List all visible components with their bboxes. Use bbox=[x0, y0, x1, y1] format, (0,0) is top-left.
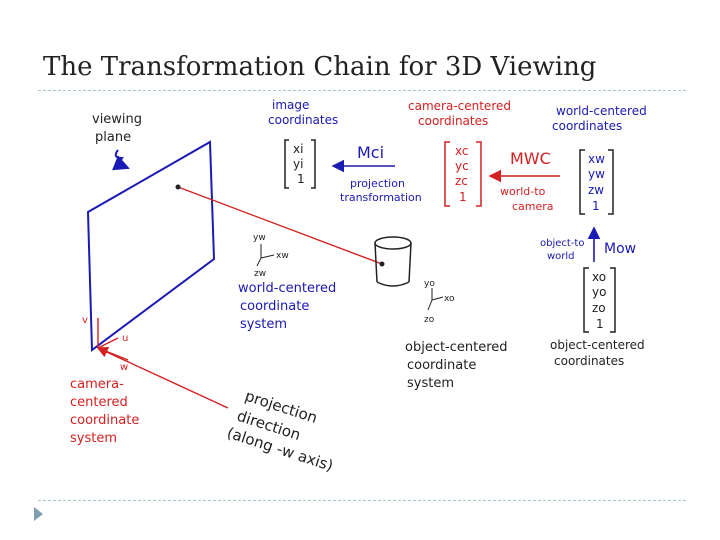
bottom-divider bbox=[38, 500, 686, 501]
world-axis-x: xw bbox=[276, 251, 289, 261]
camera-vector-x: xc bbox=[455, 144, 469, 158]
image-vector-y: yi bbox=[293, 157, 303, 171]
projection-ray bbox=[177, 186, 383, 265]
top-divider bbox=[38, 90, 686, 91]
object-coords-label-line2: coordinates bbox=[554, 354, 624, 368]
viewing-plane-pointer bbox=[112, 149, 130, 171]
object-system-label-line1: object-centered bbox=[405, 340, 508, 355]
world-vector-one: 1 bbox=[592, 199, 600, 213]
bullet-icon bbox=[34, 507, 43, 521]
cylinder-point bbox=[379, 261, 385, 267]
object-vector-one: 1 bbox=[596, 317, 604, 331]
slide-title: The Transformation Chain for 3D Viewing bbox=[43, 52, 597, 82]
camera-system-label-line3: coordinate bbox=[70, 413, 139, 428]
projection-direction-arrow bbox=[96, 347, 229, 409]
camera-vector-bracket bbox=[444, 141, 482, 207]
object-vector-y: yo bbox=[592, 285, 606, 299]
viewing-plane bbox=[86, 140, 216, 352]
image-vector-x: xi bbox=[293, 142, 303, 156]
image-vector-one: 1 bbox=[297, 172, 305, 186]
object-vector-z: zo bbox=[592, 301, 606, 315]
world-coords-label-line1: world-centered bbox=[556, 104, 647, 118]
camera-axis-v: v bbox=[82, 315, 88, 326]
viewing-plane-label-line2: plane bbox=[95, 130, 131, 145]
object-system-label-line2: coordinate bbox=[407, 358, 476, 373]
world-vector-y: yw bbox=[588, 167, 605, 181]
camera-coords-label-line1: camera-centered bbox=[408, 99, 511, 113]
image-vector-bracket bbox=[284, 139, 316, 189]
camera-vector-z: zc bbox=[455, 174, 468, 188]
object-axis-z: zo bbox=[424, 315, 435, 325]
viewing-plane-label-line1: viewing bbox=[92, 112, 142, 127]
world-coords-label-line2: coordinates bbox=[552, 119, 622, 133]
camera-coords-label-line2: coordinates bbox=[418, 114, 488, 128]
world-to-camera-line2: camera bbox=[512, 200, 554, 213]
world-vector-x: xw bbox=[588, 152, 605, 166]
camera-vector-one: 1 bbox=[459, 190, 467, 204]
world-system-label-line2: coordinate bbox=[240, 299, 309, 314]
object-to-world-line2: world bbox=[547, 251, 575, 262]
projection-transformation-line2: transformation bbox=[340, 191, 422, 204]
object-axis-x: xo bbox=[444, 294, 455, 304]
m-ow-label: Mow bbox=[604, 241, 636, 257]
object-to-world-line1: object-to bbox=[540, 238, 584, 249]
camera-system-label-line1: camera- bbox=[70, 377, 124, 392]
object-coords-label-line1: object-centered bbox=[550, 338, 645, 352]
m-ci-label: Mci bbox=[357, 143, 384, 162]
object-axis-y: yo bbox=[424, 279, 435, 289]
camera-axis-w: w bbox=[120, 362, 128, 373]
camera-axis-u: u bbox=[122, 333, 128, 344]
world-vector-z: zw bbox=[588, 183, 604, 197]
camera-system-label-line4: system bbox=[70, 431, 117, 446]
object-axes bbox=[427, 288, 444, 311]
camera-system-label-line2: centered bbox=[70, 395, 128, 410]
projected-point bbox=[175, 184, 181, 190]
world-axes bbox=[256, 244, 275, 267]
world-vector-bracket bbox=[579, 149, 614, 215]
camera-vector-y: yc bbox=[455, 159, 469, 173]
world-axis-z: zw bbox=[254, 269, 266, 279]
image-coords-label-line2: coordinates bbox=[268, 113, 338, 127]
object-vector-x: xo bbox=[592, 270, 606, 284]
object-system-label-line3: system bbox=[407, 376, 454, 391]
world-axis-y: yw bbox=[253, 233, 266, 243]
image-coords-label-line1: image bbox=[272, 98, 309, 112]
m-wc-label: MWC bbox=[510, 149, 551, 168]
object-vector-bracket bbox=[583, 267, 616, 333]
cylinder-object bbox=[374, 236, 412, 287]
projection-transformation-line1: projection bbox=[350, 177, 405, 190]
world-system-label-line1: world-centered bbox=[238, 281, 336, 296]
world-to-camera-line1: world-to bbox=[500, 185, 546, 198]
world-system-label-line3: system bbox=[240, 317, 287, 332]
